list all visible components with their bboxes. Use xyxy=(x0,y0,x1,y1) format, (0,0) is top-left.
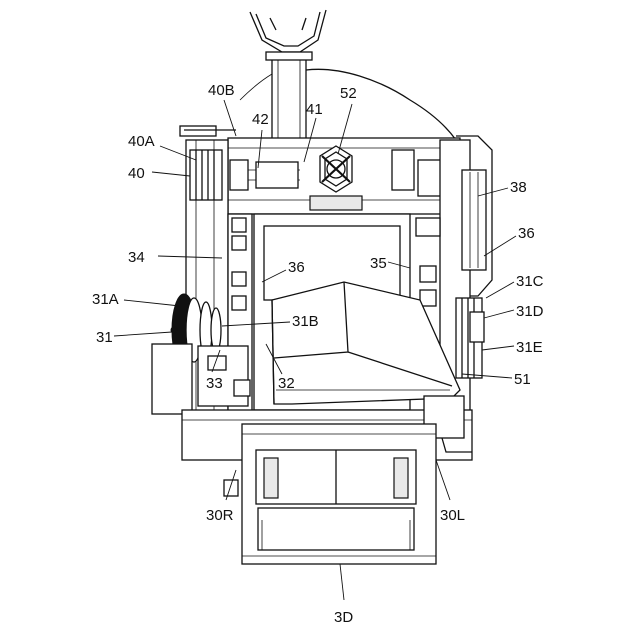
label-31E: 31E xyxy=(516,339,543,356)
label-3D: 3D xyxy=(334,609,353,626)
label-31B: 31B xyxy=(292,313,319,330)
label-33: 33 xyxy=(206,375,223,392)
label-40B: 40B xyxy=(208,82,235,99)
label-52: 52 xyxy=(340,85,357,102)
label-30L: 30L xyxy=(440,507,465,524)
label-36: 36 xyxy=(288,259,305,276)
label-41: 41 xyxy=(306,101,323,118)
label-31C: 31C xyxy=(516,273,544,290)
label-40A: 40A xyxy=(128,133,155,150)
pulley-31-right xyxy=(456,298,484,378)
label-30R: 30R xyxy=(206,507,234,524)
label-51: 51 xyxy=(514,371,531,388)
label-40: 40 xyxy=(128,165,145,182)
label-31: 31 xyxy=(96,329,113,346)
label-38: 38 xyxy=(510,179,527,196)
label-31D: 31D xyxy=(516,303,544,320)
cover-arc xyxy=(306,69,456,140)
label-32: 32 xyxy=(278,375,295,392)
label-31A: 31A xyxy=(92,291,119,308)
label-36-right: 36 xyxy=(518,225,535,242)
motor-box xyxy=(152,344,250,414)
label-34: 34 xyxy=(128,249,145,266)
label-35: 35 xyxy=(370,255,387,272)
bottom-unit xyxy=(242,424,436,564)
label-42: 42 xyxy=(252,111,269,128)
